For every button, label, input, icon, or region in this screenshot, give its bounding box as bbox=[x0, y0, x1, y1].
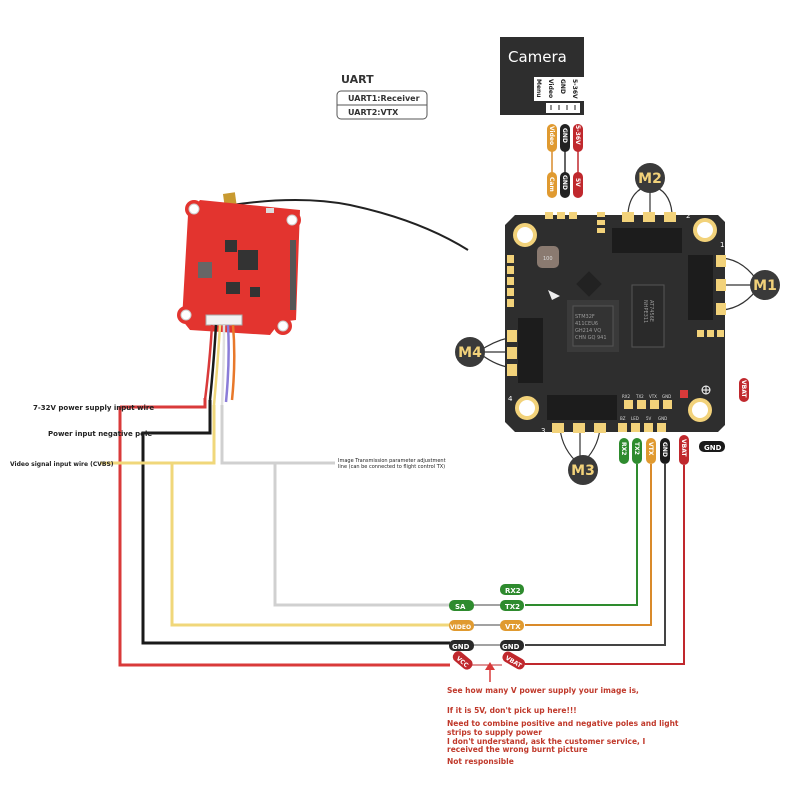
conn-gnd-right: GND bbox=[502, 643, 520, 651]
connection-tags-right: RX2 TX2 VTX GND VBAT bbox=[500, 584, 526, 670]
motor-m1: M1 bbox=[753, 278, 777, 294]
wire-sa bbox=[273, 463, 450, 607]
tag-vbat: VBAT bbox=[680, 439, 687, 457]
cam-wire-gnd2: GND bbox=[561, 175, 568, 190]
note-line4: strips to supply power bbox=[447, 728, 542, 737]
flight-controller: 100 STM32F 411CEU6 GH214 VQ CHN GQ 941 A… bbox=[477, 184, 761, 466]
mcu-line2: 411CEU6 bbox=[575, 321, 598, 327]
camera-pin-5-36v: 5-36V bbox=[571, 79, 578, 99]
cam-wire-cam: Cam bbox=[548, 177, 555, 192]
pad-gnd: GND bbox=[662, 394, 671, 399]
conn-vtx: VTX bbox=[505, 623, 521, 631]
corner-3: 3 bbox=[541, 427, 545, 435]
note-line2: If it is 5V, don't pick up here!!! bbox=[447, 706, 577, 715]
pad-5v: 5V bbox=[646, 416, 652, 421]
osd-line1: AT7456E bbox=[648, 300, 654, 322]
pad-led: LED bbox=[631, 416, 639, 421]
vbat-side-tag: VBAT bbox=[740, 380, 747, 398]
cam-wire-video: Video bbox=[548, 126, 555, 145]
osd-line2: NHPE311 bbox=[642, 300, 648, 323]
corner-2: 2 bbox=[686, 212, 690, 220]
warning-notes: See how many V power supply your image i… bbox=[447, 686, 679, 766]
uart-title: UART bbox=[341, 73, 374, 86]
corner-1: 1 bbox=[720, 241, 724, 249]
tag-rx2: RX2 bbox=[620, 442, 627, 455]
tag-gnd: GND bbox=[661, 442, 668, 457]
uart-row-2: UART2:VTX bbox=[348, 108, 399, 117]
fc-wire-tags: RX2 TX2 VTX GND VBAT bbox=[619, 435, 689, 465]
conn-tx2: TX2 bbox=[505, 603, 520, 611]
vtx-side-wires bbox=[100, 398, 450, 667]
pad-bz: BZ bbox=[620, 416, 626, 421]
motor-m4: M4 bbox=[458, 345, 482, 361]
camera-wires: Video GND 5-36V Cam GND 5V bbox=[547, 124, 583, 198]
cam-wire-5-36v: 5-36V bbox=[574, 125, 581, 145]
wire-gnd bbox=[141, 400, 450, 645]
camera-pin-menu: Menu bbox=[535, 79, 542, 98]
label-param-line1: Image Transmission parameter adjustment bbox=[338, 458, 446, 464]
warning-arrow bbox=[485, 662, 495, 682]
mcu-line3: GH214 VQ bbox=[575, 328, 601, 334]
mcu-line4: CHN GQ 941 bbox=[575, 335, 607, 341]
note-line7: Not responsible bbox=[447, 757, 514, 766]
note-line5: I don't understand, ask the customer ser… bbox=[447, 737, 646, 746]
camera-pin-video: Video bbox=[547, 79, 554, 98]
camera-module: Camera Menu Video GND 5-36V bbox=[500, 37, 584, 115]
mcu-line1: STM32F bbox=[575, 314, 595, 320]
note-line3: Need to combine positive and negative po… bbox=[447, 719, 679, 728]
inductor-label: 100 bbox=[543, 256, 553, 262]
label-negative-pole: Power input negative pole bbox=[48, 430, 152, 438]
note-line1: See how many V power supply your image i… bbox=[447, 686, 639, 695]
pad-vtx: VTX bbox=[649, 394, 657, 399]
tag-tx2: TX2 bbox=[633, 442, 640, 455]
gnd-side-tag: GND bbox=[704, 444, 722, 452]
camera-pin-gnd: GND bbox=[559, 79, 566, 94]
vtx-harness bbox=[203, 324, 236, 406]
note-line6: received the wrong burnt picture bbox=[447, 745, 588, 754]
conn-sa: SA bbox=[455, 603, 466, 611]
uart-legend: UART UART1:Receiver UART2:VTX bbox=[336, 73, 428, 120]
pad-tx2: TX2 bbox=[635, 394, 644, 399]
label-power-input: 7-32V power supply input wire bbox=[33, 404, 154, 412]
tag-vtx: VTX bbox=[647, 442, 654, 456]
cam-wire-5v: 5V bbox=[574, 178, 581, 187]
label-video-input: Video signal input wire (CVBS) bbox=[10, 461, 114, 468]
motor-m3: M3 bbox=[571, 463, 595, 479]
wire-vcc bbox=[118, 407, 450, 667]
connection-tags-left: SA VIDEO GND VCC bbox=[449, 600, 474, 670]
antenna bbox=[231, 199, 469, 251]
camera-title: Camera bbox=[508, 48, 567, 66]
uart-row-1: UART1:Receiver bbox=[348, 94, 420, 103]
pad-rx2: RX2 bbox=[622, 394, 631, 399]
motor-labels: M1 M2 M3 M4 bbox=[455, 163, 780, 485]
label-param-line2: line (can be connected to flight control… bbox=[338, 464, 445, 470]
wire-video bbox=[170, 463, 450, 627]
conn-gnd-left: GND bbox=[452, 643, 470, 651]
conn-video: VIDEO bbox=[450, 624, 471, 631]
fc-down-wires bbox=[525, 464, 685, 665]
vtx-board bbox=[177, 192, 469, 335]
corner-4: 4 bbox=[508, 395, 513, 403]
pad-gnd2: GND bbox=[658, 416, 667, 421]
conn-rx2: RX2 bbox=[505, 587, 521, 595]
cam-wire-gnd: GND bbox=[561, 128, 568, 143]
motor-m2: M2 bbox=[638, 171, 662, 187]
